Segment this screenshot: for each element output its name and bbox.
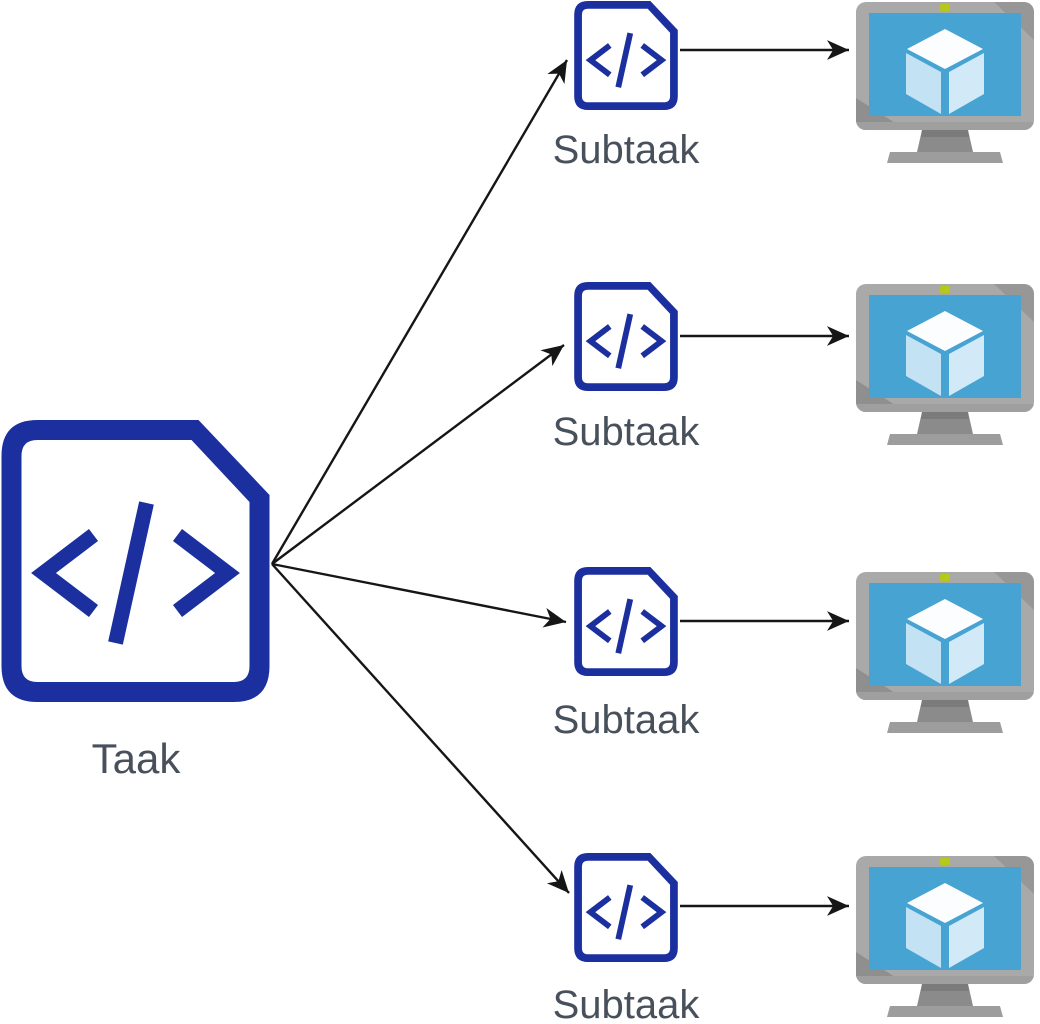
subtask-node-1 bbox=[574, 1, 678, 110]
virtual-machine-icon bbox=[856, 856, 1034, 1018]
vm-node-2 bbox=[856, 284, 1034, 446]
vm-node-3 bbox=[856, 572, 1034, 734]
code-file-icon bbox=[574, 853, 678, 962]
subtask-label-1: Subtaak bbox=[552, 128, 700, 172]
virtual-machine-icon bbox=[856, 572, 1034, 734]
subtask-label-2: Subtaak bbox=[552, 410, 700, 454]
code-file-icon bbox=[574, 282, 678, 391]
subtask-node-4 bbox=[574, 853, 678, 962]
task-node bbox=[1, 420, 270, 702]
code-file-icon bbox=[1, 420, 270, 702]
vm-node-1 bbox=[856, 2, 1034, 164]
code-file-icon bbox=[574, 567, 678, 676]
arrow-task-to-subtask-3 bbox=[271, 562, 567, 628]
task-label: Taak bbox=[91, 735, 181, 782]
subtask-label-3: Subtaak bbox=[552, 698, 700, 742]
arrow-task-to-subtask-1 bbox=[270, 59, 569, 565]
subtask-node-3 bbox=[574, 567, 678, 676]
vm-node-4 bbox=[856, 856, 1034, 1018]
code-file-icon bbox=[574, 1, 678, 110]
virtual-machine-icon bbox=[856, 2, 1034, 164]
virtual-machine-icon bbox=[856, 284, 1034, 446]
subtask-label-4: Subtaak bbox=[552, 983, 700, 1024]
arrow-task-to-subtask-4 bbox=[271, 563, 570, 894]
arrow-task-to-subtask-2 bbox=[271, 344, 565, 565]
subtask-node-2 bbox=[574, 282, 678, 391]
